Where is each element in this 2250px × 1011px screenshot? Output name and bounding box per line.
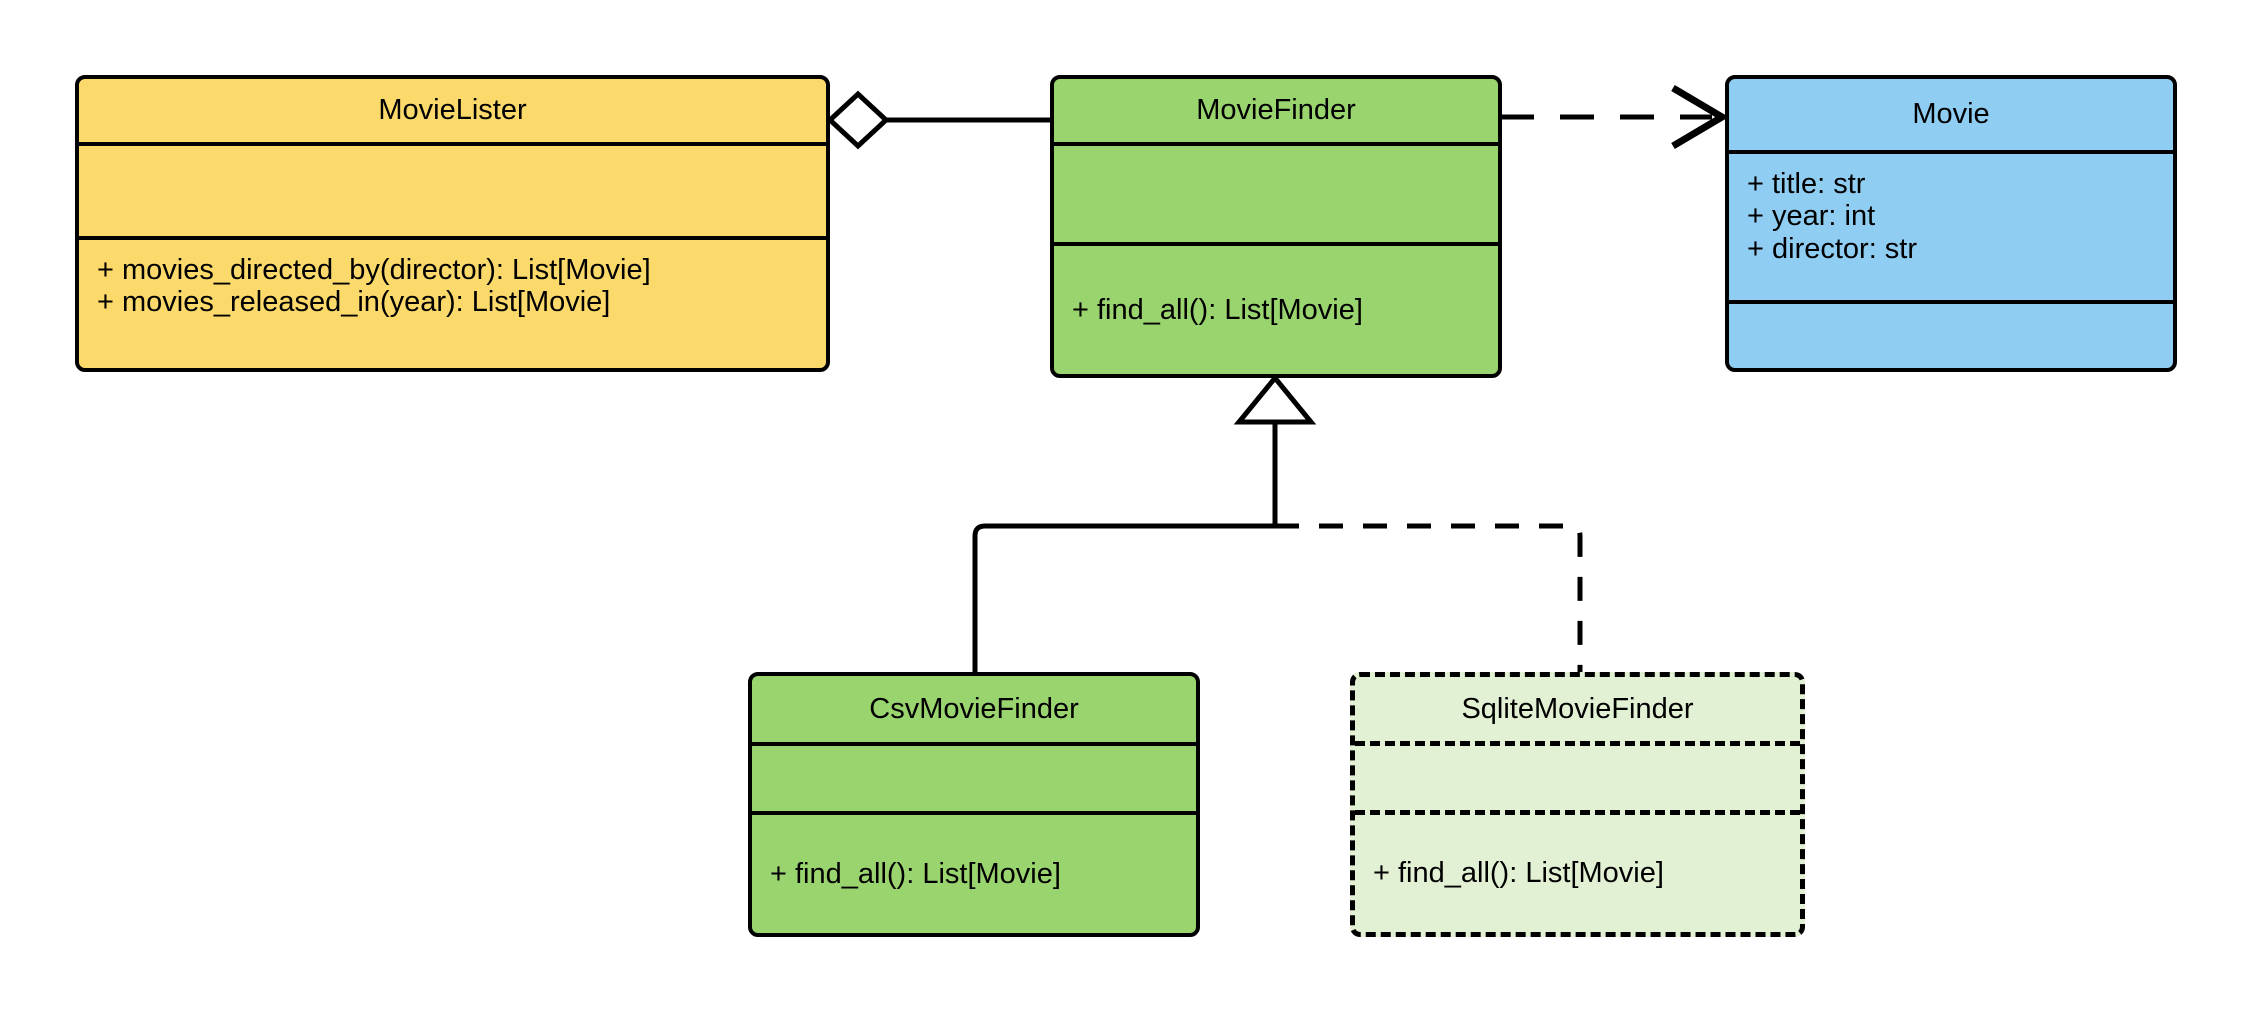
class-box-movie-lister[interactable]: MovieLister + movies_directed_by(directo… [75, 75, 830, 372]
methods-compartment-csv-movie-finder: + find_all(): List[Movie] [752, 811, 1196, 933]
hollow-diamond-marker [826, 90, 890, 150]
method-item: + movies_released_in(year): List[Movie] [97, 286, 611, 319]
csv-inheritance-line [972, 523, 1275, 672]
class-header-csv-movie-finder: CsvMovieFinder [752, 676, 1196, 742]
relationship-inheritance-csv-finder [972, 523, 1275, 672]
methods-compartment-movie-lister: + movies_directed_by(director): List[Mov… [79, 236, 826, 368]
attribute-item: + year: int [1747, 200, 1876, 233]
method-item: + find_all(): List[Movie] [1072, 293, 1363, 326]
method-item: + find_all(): List[Movie] [1373, 857, 1664, 890]
hollow-triangle-marker [1233, 374, 1317, 425]
attributes-compartment-sqlite-movie-finder [1355, 741, 1800, 810]
class-title: MovieFinder [1196, 94, 1356, 126]
method-item: + find_all(): List[Movie] [770, 857, 1061, 890]
attribute-item: + director: str [1747, 232, 1918, 265]
relationship-inheritance-shared-stem [1233, 374, 1317, 526]
relationship-inheritance-sqlite-finder [1275, 523, 1583, 672]
sqlite-inheritance-line [1275, 523, 1583, 672]
class-box-sqlite-movie-finder[interactable]: SqliteMovieFinder + find_all(): List[Mov… [1350, 672, 1805, 937]
class-box-movie[interactable]: Movie + title: str + year: int + directo… [1725, 75, 2177, 372]
class-header-sqlite-movie-finder: SqliteMovieFinder [1355, 677, 1800, 741]
class-header-movie: Movie [1729, 79, 2173, 150]
class-box-movie-finder[interactable]: MovieFinder + find_all(): List[Movie] [1050, 75, 1502, 378]
class-title: CsvMovieFinder [869, 692, 1079, 725]
methods-compartment-sqlite-movie-finder: + find_all(): List[Movie] [1355, 810, 1800, 932]
attribute-item: + title: str [1747, 168, 1866, 200]
relationship-aggregation-lister-finder [826, 90, 1050, 150]
class-title: Movie [1912, 98, 1990, 130]
attributes-compartment-movie: + title: str + year: int + director: str [1729, 150, 2173, 300]
methods-compartment-movie-finder: + find_all(): List[Movie] [1054, 242, 1498, 374]
relationship-dependency-finder-movie [1500, 84, 1729, 150]
open-arrow-marker [1671, 84, 1729, 150]
class-header-movie-lister: MovieLister [79, 79, 826, 142]
class-title: SqliteMovieFinder [1461, 692, 1694, 725]
attributes-compartment-movie-lister [79, 142, 826, 236]
class-header-movie-finder: MovieFinder [1054, 79, 1498, 142]
class-box-csv-movie-finder[interactable]: CsvMovieFinder + find_all(): List[Movie] [748, 672, 1200, 937]
attributes-compartment-movie-finder [1054, 142, 1498, 242]
method-item: + movies_directed_by(director): List[Mov… [97, 254, 651, 286]
methods-compartment-movie [1729, 300, 2173, 368]
attributes-compartment-csv-movie-finder [752, 742, 1196, 811]
class-title: MovieLister [378, 94, 527, 126]
